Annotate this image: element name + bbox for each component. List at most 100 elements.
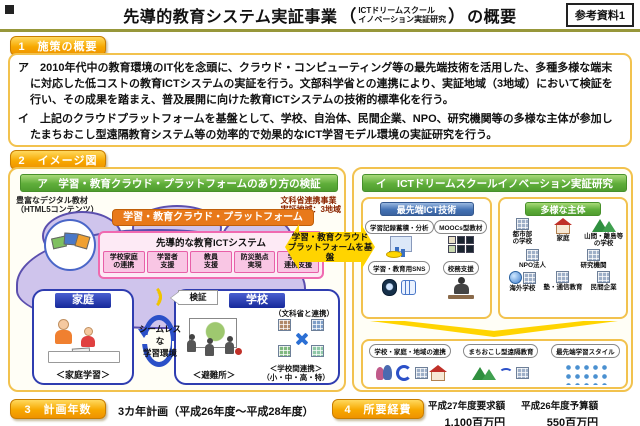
arrow-body — [298, 232, 362, 262]
building-icon — [522, 272, 536, 284]
shelter-caption: ＜避難所＞ — [192, 370, 236, 380]
people-icon — [375, 365, 393, 381]
shelter-illustration — [183, 318, 242, 360]
school-affairs-icon — [447, 277, 474, 299]
overview-box: ア 2010年代中の教育環境のIT化を念頭に、クラウド・コンピューティング等の最… — [8, 53, 632, 147]
ict-item-label: 学習記録蓄積・分析 — [365, 220, 434, 234]
verification-arrow: 検証 — [178, 290, 218, 305]
network-icon — [562, 361, 609, 385]
school-label: 学校 — [229, 293, 285, 308]
house-icon — [429, 365, 448, 381]
child-icon — [81, 327, 95, 347]
platform-base-label: 学習・教育クラウド プラットフォームを基盤 — [287, 232, 373, 262]
home-label: 家庭 — [55, 293, 111, 308]
ict-system-item: 学習者 支援 — [146, 251, 189, 273]
reference-label: 参考資料1 — [565, 3, 634, 27]
title-divider — [0, 29, 640, 32]
digital-materials-label: 豊富なデジタル教材 （HTML5コンテンツ） — [16, 196, 99, 214]
actor-item: 民間企業 — [584, 271, 624, 291]
budget-label: 平成26年度予算額 — [521, 401, 599, 412]
cycle-icon — [396, 365, 413, 381]
building-icon — [526, 249, 539, 261]
building-icon — [311, 319, 324, 331]
ict-item-label: 校務支援 — [442, 261, 479, 275]
ict-item-label: 学習・教育用SNS — [368, 261, 431, 275]
person-icon — [225, 336, 234, 354]
outcome-item: 学校・家庭・地域の連携 — [369, 344, 451, 387]
outcomes-box: 学校・家庭・地域の連携 まちおこし型遠隔教育 最先端学習スタイル — [361, 339, 628, 389]
ict-system-item: 学校家庭 の連携 — [103, 251, 145, 273]
building-icon — [587, 249, 600, 261]
overview-para-a: ア 2010年代中の教育環境のIT化を念頭に、クラウド・コンピューティング等の最… — [18, 62, 613, 106]
actor-item: 塾・通信教育 — [543, 271, 583, 291]
left-diagram-panel: ア 学習・教育クラウド・プラットフォームのあり方の検証 豊富なデジタル教材 （H… — [8, 167, 346, 392]
budget-value: 1,100百万円 — [444, 417, 506, 426]
digital-materials-icon — [44, 219, 96, 271]
home-box: 家庭 ＜家庭学習＞ — [32, 289, 134, 385]
home-study-illustration — [44, 313, 124, 365]
section4-badge: 4 所要経費 — [332, 399, 424, 419]
corner-mark — [5, 5, 14, 14]
title-subnote: ICTドリームスクール イノベーション実証研究 — [358, 5, 447, 24]
building-icon — [516, 367, 530, 379]
x-link-icon — [294, 332, 308, 346]
school-link-illustration — [270, 319, 332, 361]
section1-badge: 1 施策の概要 — [10, 36, 106, 56]
learning-analytics-icon — [386, 236, 413, 258]
left-panel-header: ア 学習・教育クラウド・プラットフォームのあり方の検証 — [20, 174, 338, 192]
parent-icon — [55, 319, 72, 344]
building-icon — [278, 345, 291, 357]
title-paren-close: ） — [448, 7, 466, 26]
ict-item-label: MOOCs型教材 — [434, 220, 488, 234]
ict-system-item: 防災拠点 実現 — [233, 251, 276, 273]
actor-item: 山間・離島等 の学校 — [584, 218, 624, 247]
page-title: 先導的教育システム実証事業 （ ICTドリームスクール イノベーション実証研究 … — [0, 2, 640, 27]
person-icon — [187, 334, 196, 352]
building-icon — [311, 345, 324, 357]
actor-item: 都市部 の学校 — [502, 218, 542, 245]
school-box: 学校 （文科省と連携） ＜避難所＞ ＜学校間連携＞ （小・中・高・特） — [174, 289, 340, 385]
overview-para-i: イ 上記のクラウドプラットフォームを基盤として、学校、自治体、民間企業、NPO、… — [18, 113, 613, 141]
plan-years-text: 3カ年計画（平成26年度～平成28年度） — [118, 406, 314, 418]
home-caption: ＜家庭学習＞ — [55, 370, 110, 380]
building-icon — [597, 271, 611, 283]
bag-icon — [235, 348, 242, 355]
platform-banner: 学習・教育クラウド・プラットフォーム — [112, 209, 314, 226]
building-icon — [515, 218, 529, 230]
sns-icon — [382, 277, 417, 299]
school-note: （文科省と連携） — [274, 309, 334, 318]
building-icon — [278, 319, 291, 331]
ict-system-title: 先導的な教育ICTシステム — [155, 238, 267, 249]
building-icon — [556, 271, 570, 283]
arrow-right-head — [361, 224, 375, 270]
right-diagram-panel: イ ICTドリームスクールイノベーション実証研究 最先端ICT技術 学習記録蓄積… — [352, 167, 633, 392]
globe-icon — [508, 271, 522, 284]
image-tile-icon — [74, 233, 91, 250]
budget-col: 平成27年度要求額 1,100百万円 — [428, 398, 505, 426]
outcome-item: まちおこし型遠隔教育 — [463, 344, 539, 387]
title-paren-open: （ — [339, 7, 357, 26]
school-link-caption: ＜学校間連携＞ （小・中・高・特） — [262, 364, 330, 382]
title-suffix: の概要 — [467, 8, 517, 26]
title-main: 先導的教育システム実証事業 — [123, 8, 338, 26]
down-arrow — [370, 321, 618, 337]
moocs-icon — [447, 236, 474, 253]
seamless-label: シームレス な 学習環境 — [138, 324, 182, 358]
ict-tech-header: 最先端ICT技術 — [379, 202, 474, 216]
seamless-cycle: シームレス な 学習環境 — [134, 311, 186, 377]
actor-item: NPO法人 — [513, 249, 553, 269]
link-arc-icon — [499, 368, 514, 378]
ict-tech-box: 最先端ICT技術 学習記録蓄積・分析 MOOCs型教材 学習・教育用SNS — [361, 197, 492, 319]
mountain-icon — [472, 366, 497, 380]
building-icon — [415, 367, 429, 379]
person-icon — [205, 338, 214, 356]
platform-base-arrow: 学習・教育クラウド プラットフォームを基盤 — [285, 224, 375, 270]
wifi-icon — [136, 284, 162, 310]
actors-header: 多様な主体 — [525, 202, 601, 216]
desk-icon — [48, 351, 120, 363]
budget-table: 平成27年度要求額 1,100百万円 平成26年度予算額 550百万円 — [428, 398, 598, 426]
ict-system-item: 教員 支援 — [190, 251, 232, 273]
actor-item: 家庭 — [543, 218, 583, 242]
actor-item: 海外学校 — [502, 271, 542, 292]
